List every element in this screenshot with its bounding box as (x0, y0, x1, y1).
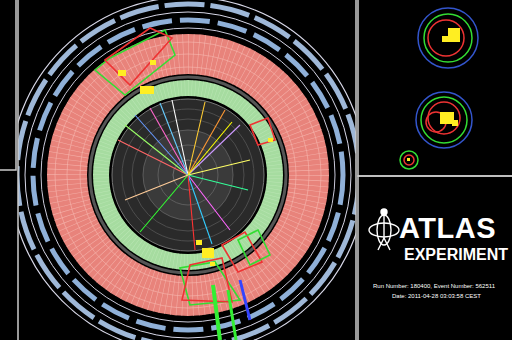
logo-subtitle: EXPERIMENT (404, 246, 508, 264)
date-info: Date: 2011-04-28 03:03:58 CEST (392, 293, 481, 300)
logo-title: ATLAS (399, 213, 496, 245)
run-info: Run Number: 180400, Event Number: 562511 (373, 283, 495, 290)
